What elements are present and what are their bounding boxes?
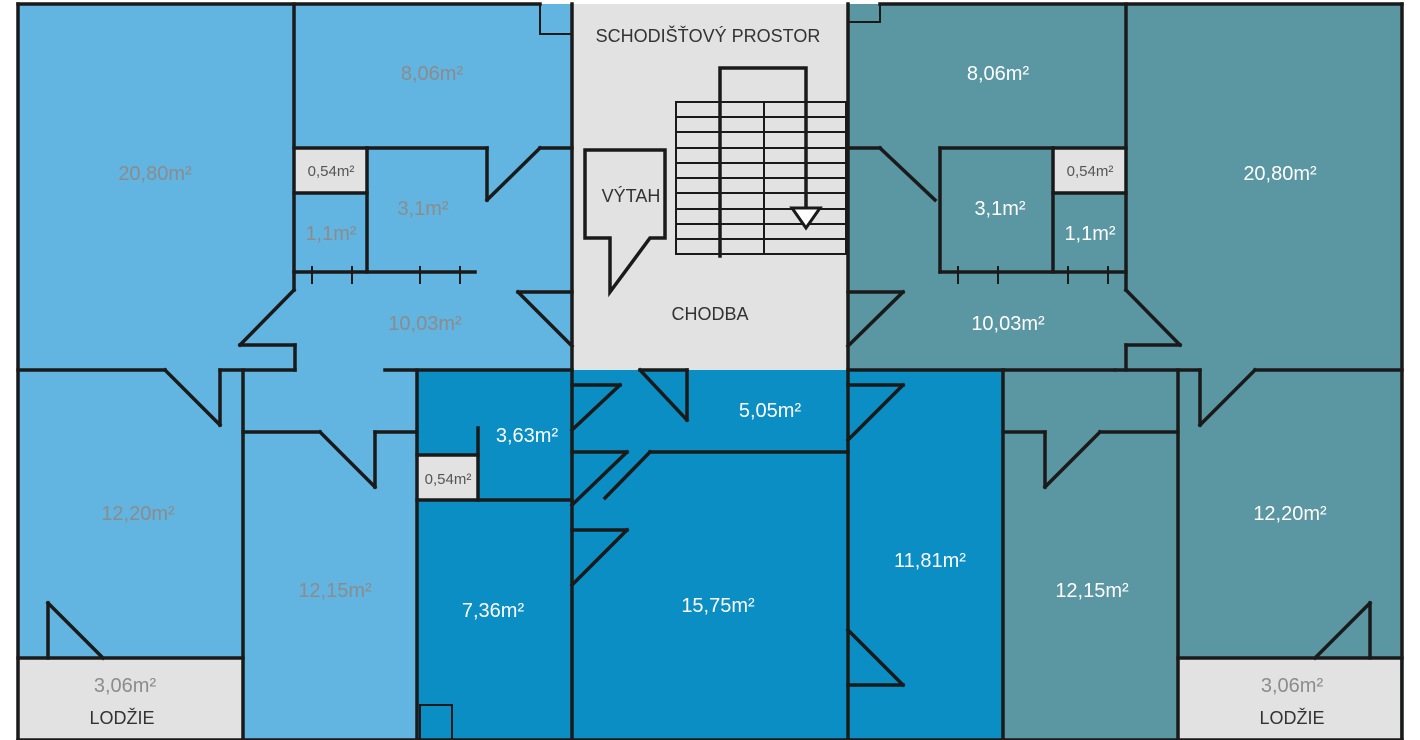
right-bedroom-area: 12,20m²	[1253, 503, 1327, 525]
right-closet-area: 0,54m²	[1067, 163, 1114, 180]
stair-direction-arrow	[789, 206, 823, 231]
closet-center	[418, 455, 478, 500]
elevator	[583, 148, 667, 298]
walls	[16, 2, 1404, 740]
center-hall-area: 5,05m²	[739, 400, 802, 422]
center-living-area: 15,75m²	[681, 595, 755, 617]
left-room-1215-fill	[243, 432, 417, 740]
right-room-area: 12,15m²	[1055, 580, 1129, 602]
left-loggia-area: 3,06m²	[94, 675, 157, 697]
right-top-room-area: 8,06m²	[967, 63, 1030, 85]
left-bedroom-area: 12,20m²	[101, 503, 175, 525]
closet-left	[294, 148, 366, 193]
right-bath-area: 3,1m²	[974, 198, 1025, 220]
elevator-label: VÝTAH	[602, 186, 661, 206]
right-hall-area: 10,03m²	[971, 313, 1045, 335]
left-living-area: 20,80m²	[118, 163, 192, 185]
center-bedroom-area: 11,81m²	[894, 550, 966, 572]
loggia-right-label: LODŽIE	[1259, 708, 1324, 728]
loggia-left-label: LODŽIE	[89, 708, 154, 728]
center-closet-area: 0,54m²	[425, 471, 472, 488]
right-loggia-area: 3,06m²	[1261, 675, 1324, 697]
closet-right	[1053, 148, 1125, 193]
loggia-right	[1178, 658, 1400, 740]
corridor-label: CHODBA	[671, 304, 748, 324]
loggia-left	[18, 658, 243, 740]
right-living-area: 20,80m²	[1243, 163, 1317, 185]
left-wc-area: 1,1m²	[305, 223, 356, 245]
center-bath-area: 3,63m²	[496, 425, 559, 447]
room-fills	[18, 4, 1403, 740]
left-hall-area: 10,03m²	[388, 313, 462, 335]
center-kitchen-area: 7,36m²	[462, 600, 525, 622]
right-wc-area: 1,1m²	[1064, 223, 1115, 245]
staircase-area	[572, 4, 849, 370]
left-bath-area: 3,1m²	[397, 198, 448, 220]
right-room-1215-fill	[1003, 370, 1178, 740]
labels: SCHODIŠŤOVÝ PROSTOR VÝTAH CHODBA LODŽIE …	[89, 25, 1327, 728]
center-apartment-fill	[417, 370, 1003, 740]
staircase-label: SCHODIŠŤOVÝ PROSTOR	[596, 25, 821, 46]
left-room-area: 12,15m²	[298, 580, 372, 602]
left-top-room-area: 8,06m²	[401, 63, 464, 85]
staircase	[675, 66, 847, 258]
left-closet-area: 0,54m²	[308, 163, 355, 180]
